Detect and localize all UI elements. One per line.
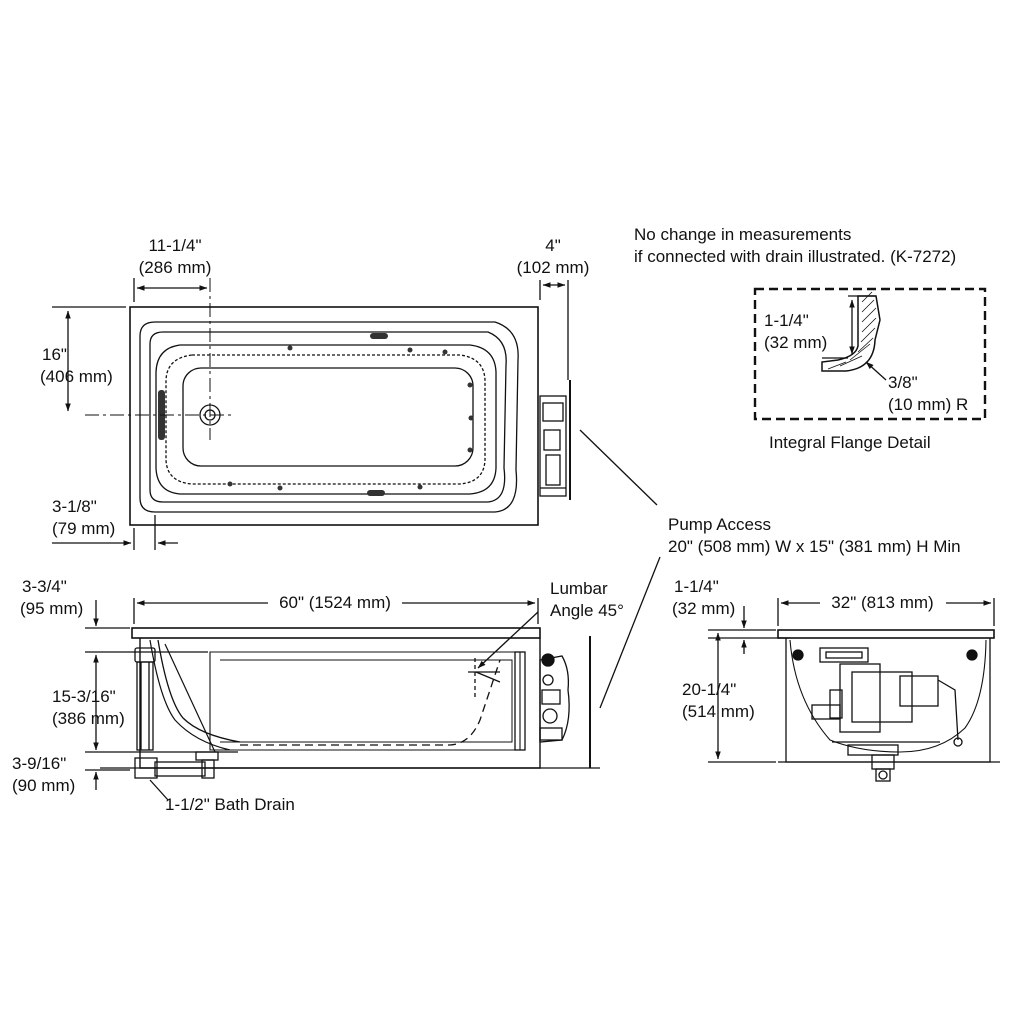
note-line-1: No change in measurements: [634, 225, 852, 244]
pump-offset-imperial: 4": [545, 236, 561, 255]
pump-side: [539, 653, 570, 743]
pump-top: [539, 380, 571, 500]
flange-radius-metric: (10 mm) R: [888, 395, 969, 414]
drain-offset-imperial: 11-1/4": [148, 236, 202, 255]
basin-depth-imperial: 15-3/16": [52, 687, 116, 706]
drain-height-imperial: 16": [42, 345, 67, 364]
flange-detail: [753, 287, 987, 421]
pump-access-size: 20" (508 mm) W x 15" (381 mm) H Min: [668, 537, 961, 556]
deck-edge-metric: (79 mm): [52, 519, 116, 538]
side-view: [85, 598, 600, 801]
end-flange-metric: (32 mm): [672, 599, 736, 618]
rim-height-metric: (95 mm): [20, 599, 84, 618]
flange-height-imperial: 1-1/4": [764, 311, 809, 330]
end-view: [708, 598, 1000, 782]
pump-access-title: Pump Access: [668, 515, 771, 534]
whirlpool-jets: [158, 333, 474, 496]
tub-outline: [129, 306, 539, 526]
end-height-metric: (514 mm): [682, 702, 755, 721]
pump-end: [811, 647, 963, 782]
pump-offset-metric: (102 mm): [516, 258, 590, 277]
end-flange-imperial: 1-1/4": [674, 577, 719, 596]
deck-edge-imperial: 3-1/8": [52, 497, 97, 516]
end-height-imperial: 20-1/4": [682, 680, 737, 699]
top-view: [52, 278, 571, 550]
basin-depth-metric: (386 mm): [52, 709, 125, 728]
drain-height-metric: (406 mm): [40, 367, 113, 386]
tub-length: 60" (1524 mm): [279, 593, 391, 612]
basin-outer: [155, 344, 497, 495]
drain-assembly: [134, 647, 219, 801]
deck-contour-inner: [149, 331, 507, 503]
lumbar-line-2: Angle 45°: [550, 601, 624, 620]
bath-drain-label: 1-1/2" Bath Drain: [165, 795, 295, 814]
drain-offset-metric: (286 mm): [138, 258, 212, 277]
basin-inner: [165, 354, 486, 485]
end-width: 32" (813 mm): [831, 593, 934, 612]
note-line-2: if connected with drain illustrated. (K-…: [634, 247, 957, 266]
deck-contour: [139, 321, 519, 513]
flange-detail-caption: Integral Flange Detail: [769, 433, 931, 452]
rim-height-imperial: 3-3/4": [22, 577, 67, 596]
drain-height-side-metric: (90 mm): [12, 776, 76, 795]
basin-floor: [182, 367, 474, 467]
lumbar-line-1: Lumbar: [550, 579, 608, 598]
flange-height-metric: (32 mm): [764, 333, 828, 352]
detail-frame: [753, 287, 987, 421]
drain-height-side-imperial: 3-9/16": [12, 754, 67, 773]
flange-radius-imperial: 3/8": [888, 373, 918, 392]
